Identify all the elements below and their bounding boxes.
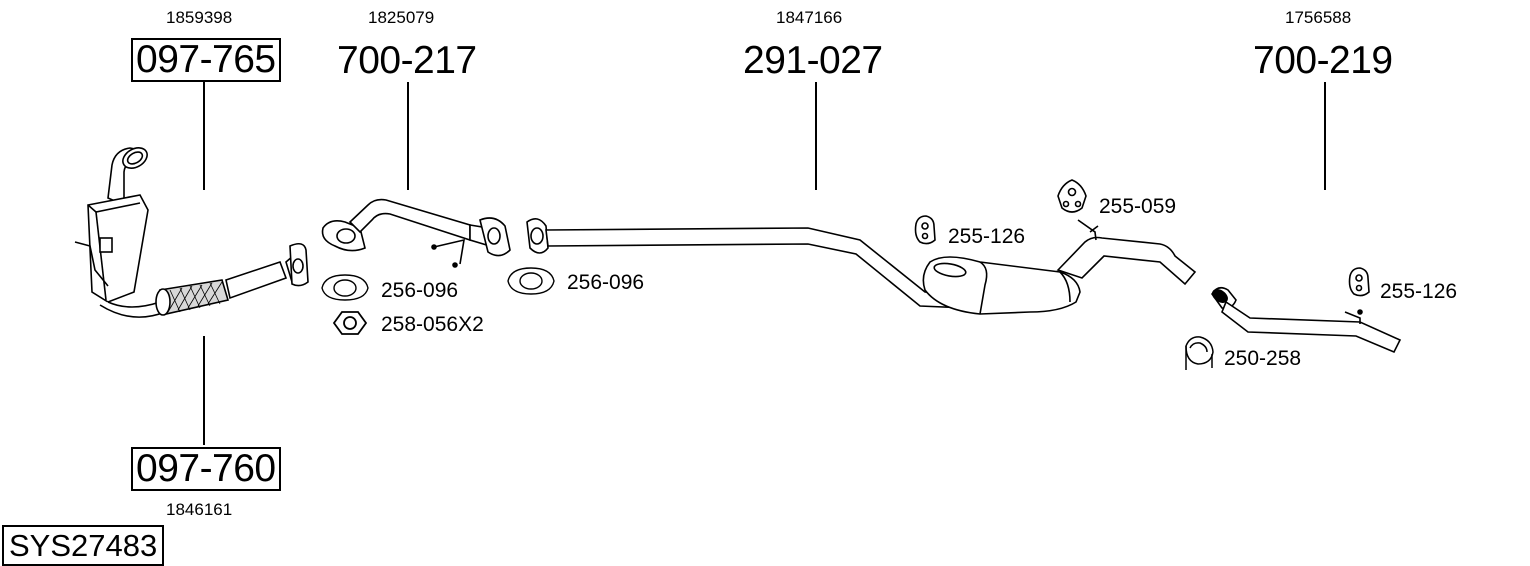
part-number-middle-silencer[interactable]: 291-027	[743, 39, 883, 82]
nut-icon	[332, 311, 368, 335]
part-number-flex-pipe[interactable]: 097-760	[131, 447, 281, 491]
front-pipe-icon	[321, 198, 511, 268]
accessory-label-nut[interactable]: 258-056X2	[381, 313, 484, 336]
oe-number-catalytic-converter: 1859398	[166, 8, 233, 27]
oe-number-middle-silencer: 1847166	[776, 8, 843, 27]
accessory-label-gasket-2[interactable]: 256-096	[567, 271, 645, 294]
leader-lines	[203, 82, 1326, 445]
accessory-label-hanger-2[interactable]: 255-059	[1099, 195, 1177, 218]
rubber-hanger-icon-2	[1057, 179, 1087, 213]
rubber-hanger-icon-1	[914, 215, 936, 245]
part-number-front-pipe[interactable]: 700-217	[337, 39, 477, 82]
rubber-hanger-icon-3	[1348, 267, 1370, 297]
system-code: SYS27483	[2, 525, 165, 566]
oe-number-front-pipe: 1825079	[368, 8, 435, 27]
accessory-label-hanger-1[interactable]: 255-126	[948, 225, 1026, 248]
oe-number-flex-pipe: 1846161	[166, 500, 233, 519]
accessory-label-gasket-1[interactable]: 256-096	[381, 279, 459, 302]
catalytic-converter-icon	[74, 147, 167, 318]
oe-number-tail-pipe: 1756588	[1285, 8, 1352, 27]
flex-pipe-icon	[155, 242, 309, 316]
part-number-tail-pipe[interactable]: 700-219	[1253, 39, 1393, 82]
accessory-label-hanger-3[interactable]: 255-126	[1380, 280, 1458, 303]
middle-silencer-icon	[526, 218, 1197, 315]
gasket-icon-1	[321, 274, 369, 301]
gasket-icon-2	[507, 267, 555, 295]
accessory-label-clamp[interactable]: 250-258	[1224, 347, 1302, 370]
clamp-icon	[1185, 336, 1214, 370]
part-number-catalytic-converter[interactable]: 097-765	[131, 38, 281, 82]
tail-pipe-icon	[1211, 286, 1402, 354]
